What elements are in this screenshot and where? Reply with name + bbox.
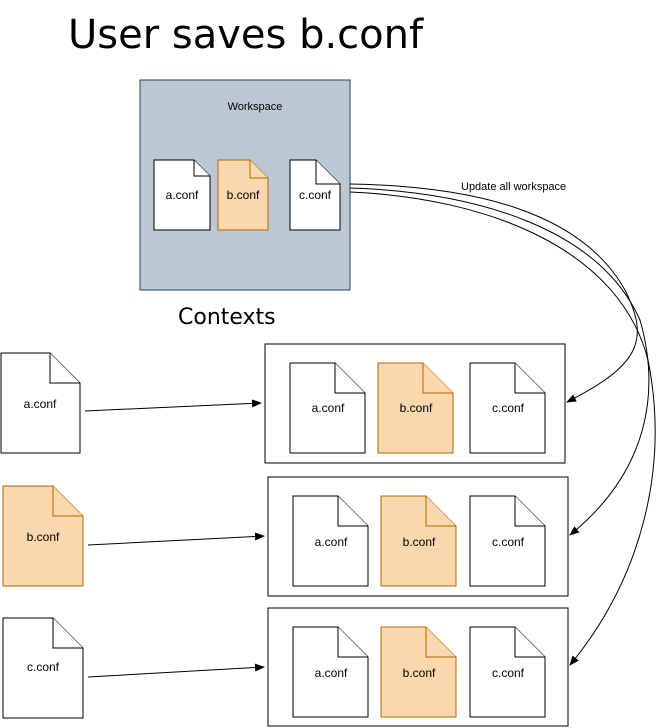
context-1-file-c-label: c.conf [492,401,525,415]
update-arrow-context-2 [349,187,650,536]
context-3-file-c: c.conf [469,626,546,718]
context-1-file-b: b.conf [377,362,454,454]
source-file-b: b.conf [2,485,84,587]
context-2-file-c: c.conf [469,495,546,587]
context-1-file-a: a.conf [289,362,366,454]
source-file-c: c.conf [2,617,84,719]
context-row-1: a.conf a.conf b.conf c.conf [0,343,566,464]
workspace-label: Workspace [228,101,283,113]
context-2-file-a-label: a.conf [315,535,348,549]
context-2-file-c-label: c.conf [492,535,525,549]
context-row-3: c.conf a.conf b.conf c.conf [2,607,569,727]
context-1-file-a-label: a.conf [312,401,345,415]
workspace-file-b: b.conf [217,159,269,231]
update-arrow-context-3 [349,191,656,666]
context-row-2: b.conf a.conf b.conf c.conf [2,476,569,597]
source-file-a-label: a.conf [24,397,57,411]
context-3-file-b-label: b.conf [403,666,436,680]
context-3-file-a: a.conf [292,626,369,718]
context-3-file-c-label: c.conf [492,666,525,680]
context-2-arrow [87,532,265,546]
workspace-file-c-label: c.conf [299,188,332,202]
contexts-label: Contexts [178,305,276,330]
workspace-file-b-label: b.conf [227,188,260,202]
context-1-file-c: c.conf [469,362,546,454]
context-2-file-a: a.conf [292,495,369,587]
update-all-label: Update all workspace [461,181,566,193]
source-file-c-label: c.conf [27,660,60,674]
context-1-arrow [84,399,262,412]
update-arrow-context-1 [349,183,638,403]
workspace-file-a-label: a.conf [166,188,199,202]
context-3-arrow [87,663,265,678]
context-1-file-b-label: b.conf [400,401,433,415]
context-2-file-b-label: b.conf [403,535,436,549]
context-3-file-b: b.conf [380,626,457,718]
workspace-file-a: a.conf [153,159,211,231]
context-3-file-a-label: a.conf [315,666,348,680]
diagram-title: User saves b.conf [68,12,424,58]
workspace-file-c: c.conf [289,159,341,231]
source-file-a: a.conf [0,352,81,454]
context-2-file-b: b.conf [380,495,457,587]
source-file-b-label: b.conf [27,530,60,544]
